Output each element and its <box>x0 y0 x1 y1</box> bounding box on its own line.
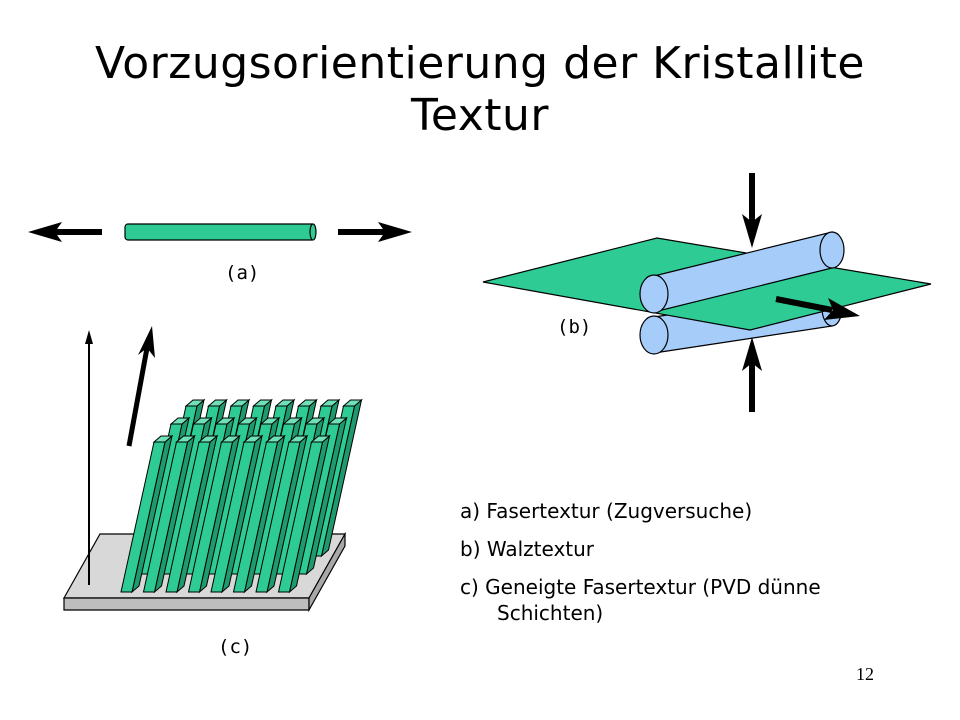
crystal-column <box>120 434 174 594</box>
crystal-column <box>277 434 331 594</box>
label-b: (b) <box>557 316 592 338</box>
diagram-c-inclined-fiber-texture <box>62 326 363 613</box>
crystal-column <box>255 434 309 594</box>
rolling-direction-arrow <box>775 296 860 320</box>
legend-item-a: a) Fasertextur (Zugversuche) <box>460 499 753 523</box>
slide-title: Vorzugsorientierung der Kristallite Text… <box>0 38 960 142</box>
title-line-2: Textur <box>411 90 549 141</box>
tension-arrow-left <box>28 222 102 242</box>
diagram-a-fiber-texture <box>28 222 412 242</box>
legend-item-b: b) Walztextur <box>460 537 595 561</box>
legend-item-c-continued: Schichten) <box>497 601 604 625</box>
crystal-column <box>142 434 196 594</box>
crystal-column <box>232 434 286 594</box>
crystal-rod <box>124 223 317 241</box>
crystal-column <box>187 434 241 594</box>
title-line-1: Vorzugsorientierung der Kristallite <box>95 38 865 89</box>
legend: a) Fasertextur (Zugversuche) b) Walztext… <box>460 498 821 638</box>
roller-top <box>639 231 845 314</box>
crystal-column <box>210 434 264 594</box>
page-number: 12 <box>856 664 874 684</box>
pressure-arrow-top <box>742 173 762 248</box>
tension-arrow-right <box>338 222 412 242</box>
tilted-columns <box>120 398 363 594</box>
substrate-normal-arrow <box>85 330 93 585</box>
diagram-b-rolling-texture <box>482 173 932 412</box>
label-a: (a) <box>225 262 260 284</box>
pressure-arrow-bottom <box>742 337 762 412</box>
crystal-column <box>165 434 219 594</box>
column-tilt-arrow <box>126 326 155 447</box>
legend-item-c: c) Geneigte Fasertextur (PVD dünne <box>460 575 821 599</box>
label-c: (c) <box>218 636 253 658</box>
